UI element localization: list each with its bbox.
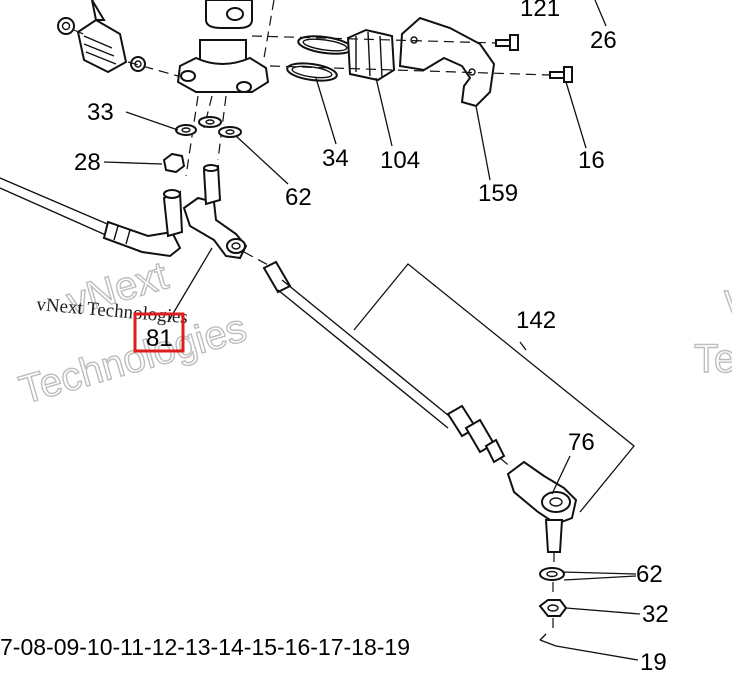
bushing-top-left: [57, 0, 179, 77]
callout-159: 159: [478, 180, 518, 207]
cotter-pin-19: [539, 582, 557, 647]
callout-104: 104: [380, 147, 420, 174]
nut-32: [538, 599, 568, 617]
highlight-box: [133, 312, 185, 353]
rings-34: [286, 35, 353, 82]
bracket-159: [398, 16, 496, 108]
bolts-top-right: [251, 34, 573, 83]
callout-121: 121: [520, 0, 560, 22]
callout-16: 16: [578, 147, 605, 174]
leader-lines: [103, 0, 641, 661]
ball-joint-76: [506, 460, 578, 570]
watermark-right-line2: Te: [694, 337, 732, 381]
tie-rod-142: [243, 251, 513, 469]
clamp-104: [346, 28, 396, 82]
watermark-right-line1: v: [724, 277, 732, 321]
callout-28: 28: [74, 149, 101, 176]
tie-rod-left: [0, 177, 184, 258]
callout-142: 142: [516, 307, 556, 334]
steering-column-assembly: [176, 0, 275, 177]
watermark-big-right: v Te: [693, 276, 732, 381]
callout-26: 26: [590, 27, 617, 54]
callout-81: 81: [146, 325, 173, 352]
ball-joint-left: [182, 164, 248, 260]
callout-33: 33: [87, 99, 114, 126]
model-year-sequence: 7-08-09-10-11-12-13-14-15-16-17-18-19: [0, 634, 410, 660]
callout-76: 76: [568, 429, 595, 456]
callout-62-lower: 62: [636, 561, 663, 588]
callout-19: 19: [640, 649, 667, 676]
callout-62-upper: 62: [285, 184, 312, 211]
washer-62-lower: [539, 567, 565, 581]
washers-33-62: [175, 116, 242, 138]
callout-34: 34: [322, 145, 349, 172]
watermark-big-left: vNext Technologies: [14, 253, 252, 413]
callout-32: 32: [642, 601, 669, 628]
nut-28: [162, 152, 186, 174]
